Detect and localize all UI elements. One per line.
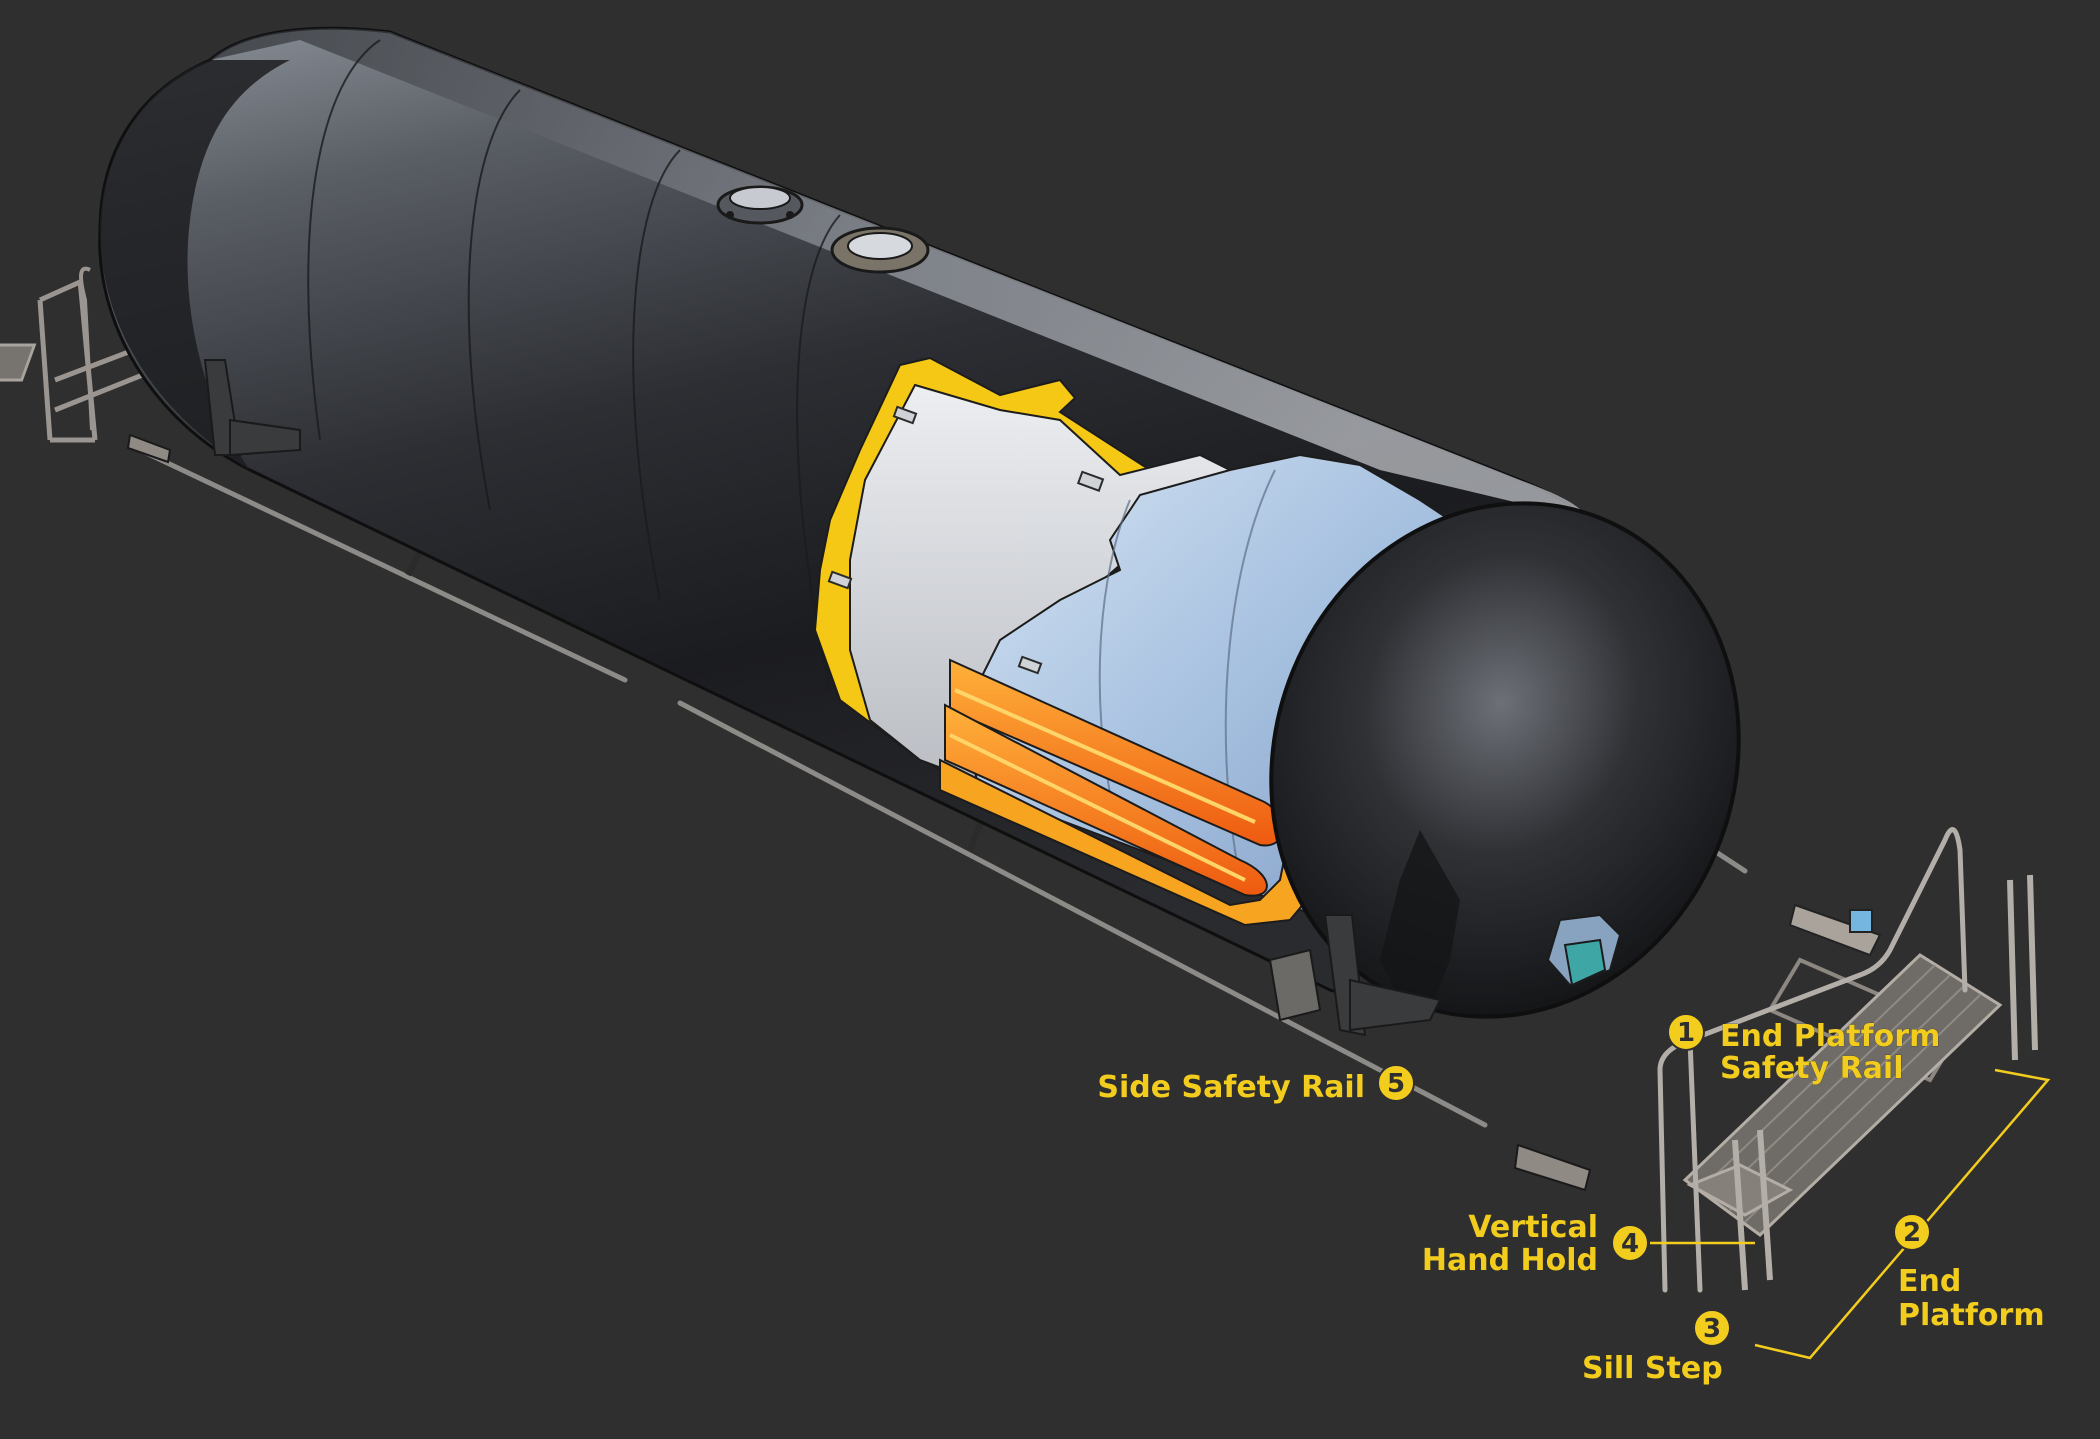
callout-number-5: 5: [1387, 1069, 1405, 1099]
heating-coils: [939, 658, 1322, 927]
near-end-platform: [1657, 827, 2038, 1293]
callout-label-vertical-hand-hold-line2: Hand Hold: [1422, 1243, 1598, 1278]
coupler: [1788, 903, 1882, 957]
callout-label-end-platform-safety-rail-line1: End Platform: [1720, 1019, 1940, 1054]
tank-left-head: [100, 60, 290, 470]
callout-label-vertical-hand-hold-line1: Vertical: [1468, 1210, 1598, 1245]
callout-label-sill-step: Sill Step: [1582, 1351, 1723, 1386]
callout-number-4: 4: [1621, 1229, 1639, 1259]
callout-end-platform-safety-rail: 1 End Platform Safety Rail: [1667, 1013, 1941, 1086]
callout-number-2: 2: [1903, 1218, 1921, 1248]
callout-side-safety-rail: 5 Side Safety Rail: [1097, 1064, 1415, 1105]
callout-badge-2: [1893, 1213, 1931, 1251]
callout-badge-3: [1693, 1309, 1731, 1347]
callout-number-3: 3: [1703, 1314, 1721, 1344]
callout-label-side-safety-rail: Side Safety Rail: [1097, 1070, 1365, 1105]
callout-end-platform: 2 End Platform: [1893, 1213, 2045, 1333]
leader-lines: [1650, 1068, 2051, 1360]
tank-body: [98, 26, 1741, 1192]
callout-number-1: 1: [1677, 1018, 1695, 1048]
bumper-blocks: [126, 433, 1592, 1192]
manway-fittings: [716, 185, 930, 274]
callout-vertical-hand-hold: 4 Vertical Hand Hold: [1422, 1210, 1649, 1278]
bottom-outlet: [1546, 913, 1622, 987]
callout-badge-5: [1377, 1064, 1415, 1102]
end-platform-bracket: [1754, 1068, 2051, 1360]
callout-label-end-platform-safety-rail-line2: Safety Rail: [1720, 1051, 1904, 1086]
tank-supports: [203, 359, 1442, 1037]
end-platform-safety-rail-bars: [1657, 827, 1968, 1293]
callout-badge-1: [1667, 1013, 1705, 1051]
callout-sill-step: 3 Sill Step: [1582, 1309, 1731, 1386]
callout-badge-4: [1611, 1224, 1649, 1262]
callout-label-end-platform-line1: End: [1898, 1264, 1961, 1299]
vertical-hand-hold-bars: [1732, 874, 2038, 1291]
shell-seams: [307, 39, 841, 691]
callout-label-end-platform-line2: Platform: [1898, 1298, 2045, 1333]
